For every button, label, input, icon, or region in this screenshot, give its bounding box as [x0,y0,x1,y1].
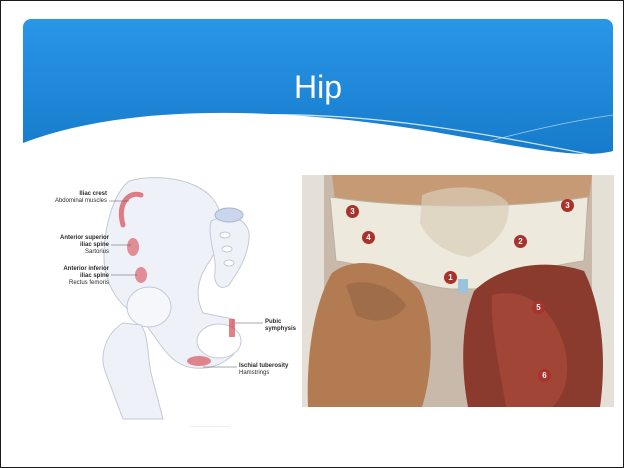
marker-6: 6 [538,369,551,382]
marker-2: 2 [514,235,527,248]
slide-title: Hip [23,69,613,106]
pelvis-bone-illustration [37,173,307,423]
label-iliac-crest-muscle: Abdominal muscles [37,198,107,205]
label-pubic-line1: Pubic [265,319,305,326]
label-ischial-muscle: Hamstrings [239,370,305,377]
slide-header: Hip [23,19,613,169]
label-asis-muscle: Sartorius [37,249,109,256]
label-asis-name-1: Anterior superior [37,235,109,242]
label-asis-name-2: iliac spine [37,242,109,249]
hip-anatomy-photo: 3 4 1 2 3 5 6 [302,175,614,407]
label-ischial-tuberosity: Ischial tuberosity Hamstrings [239,363,305,377]
marker-4: 4 [362,231,375,244]
label-ischial-name: Ischial tuberosity [239,363,305,370]
label-aiis-name-2: iliac spine [37,273,109,280]
image-credit: ····························· [191,424,230,429]
label-pubic-symphysis: Pubic symphysis [265,319,305,333]
marker-1: 1 [444,271,457,284]
label-asis: Anterior superior iliac spine Sartorius [37,235,109,256]
marker-5: 5 [532,301,545,314]
label-iliac-crest: Iliac crest Abdominal muscles [37,191,107,205]
marker-3-right: 3 [561,199,574,212]
marker-3-left: 3 [346,205,359,218]
label-aiis-muscle: Rectus femoris [37,280,109,287]
label-iliac-crest-name: Iliac crest [37,191,107,198]
label-pubic-line2: symphysis [265,326,305,333]
label-aiis-name-1: Anterior inferior [37,266,109,273]
pelvis-diagram: Iliac crest Abdominal muscles Anterior s… [37,173,307,423]
label-aiis: Anterior inferior iliac spine Rectus fem… [37,266,109,287]
